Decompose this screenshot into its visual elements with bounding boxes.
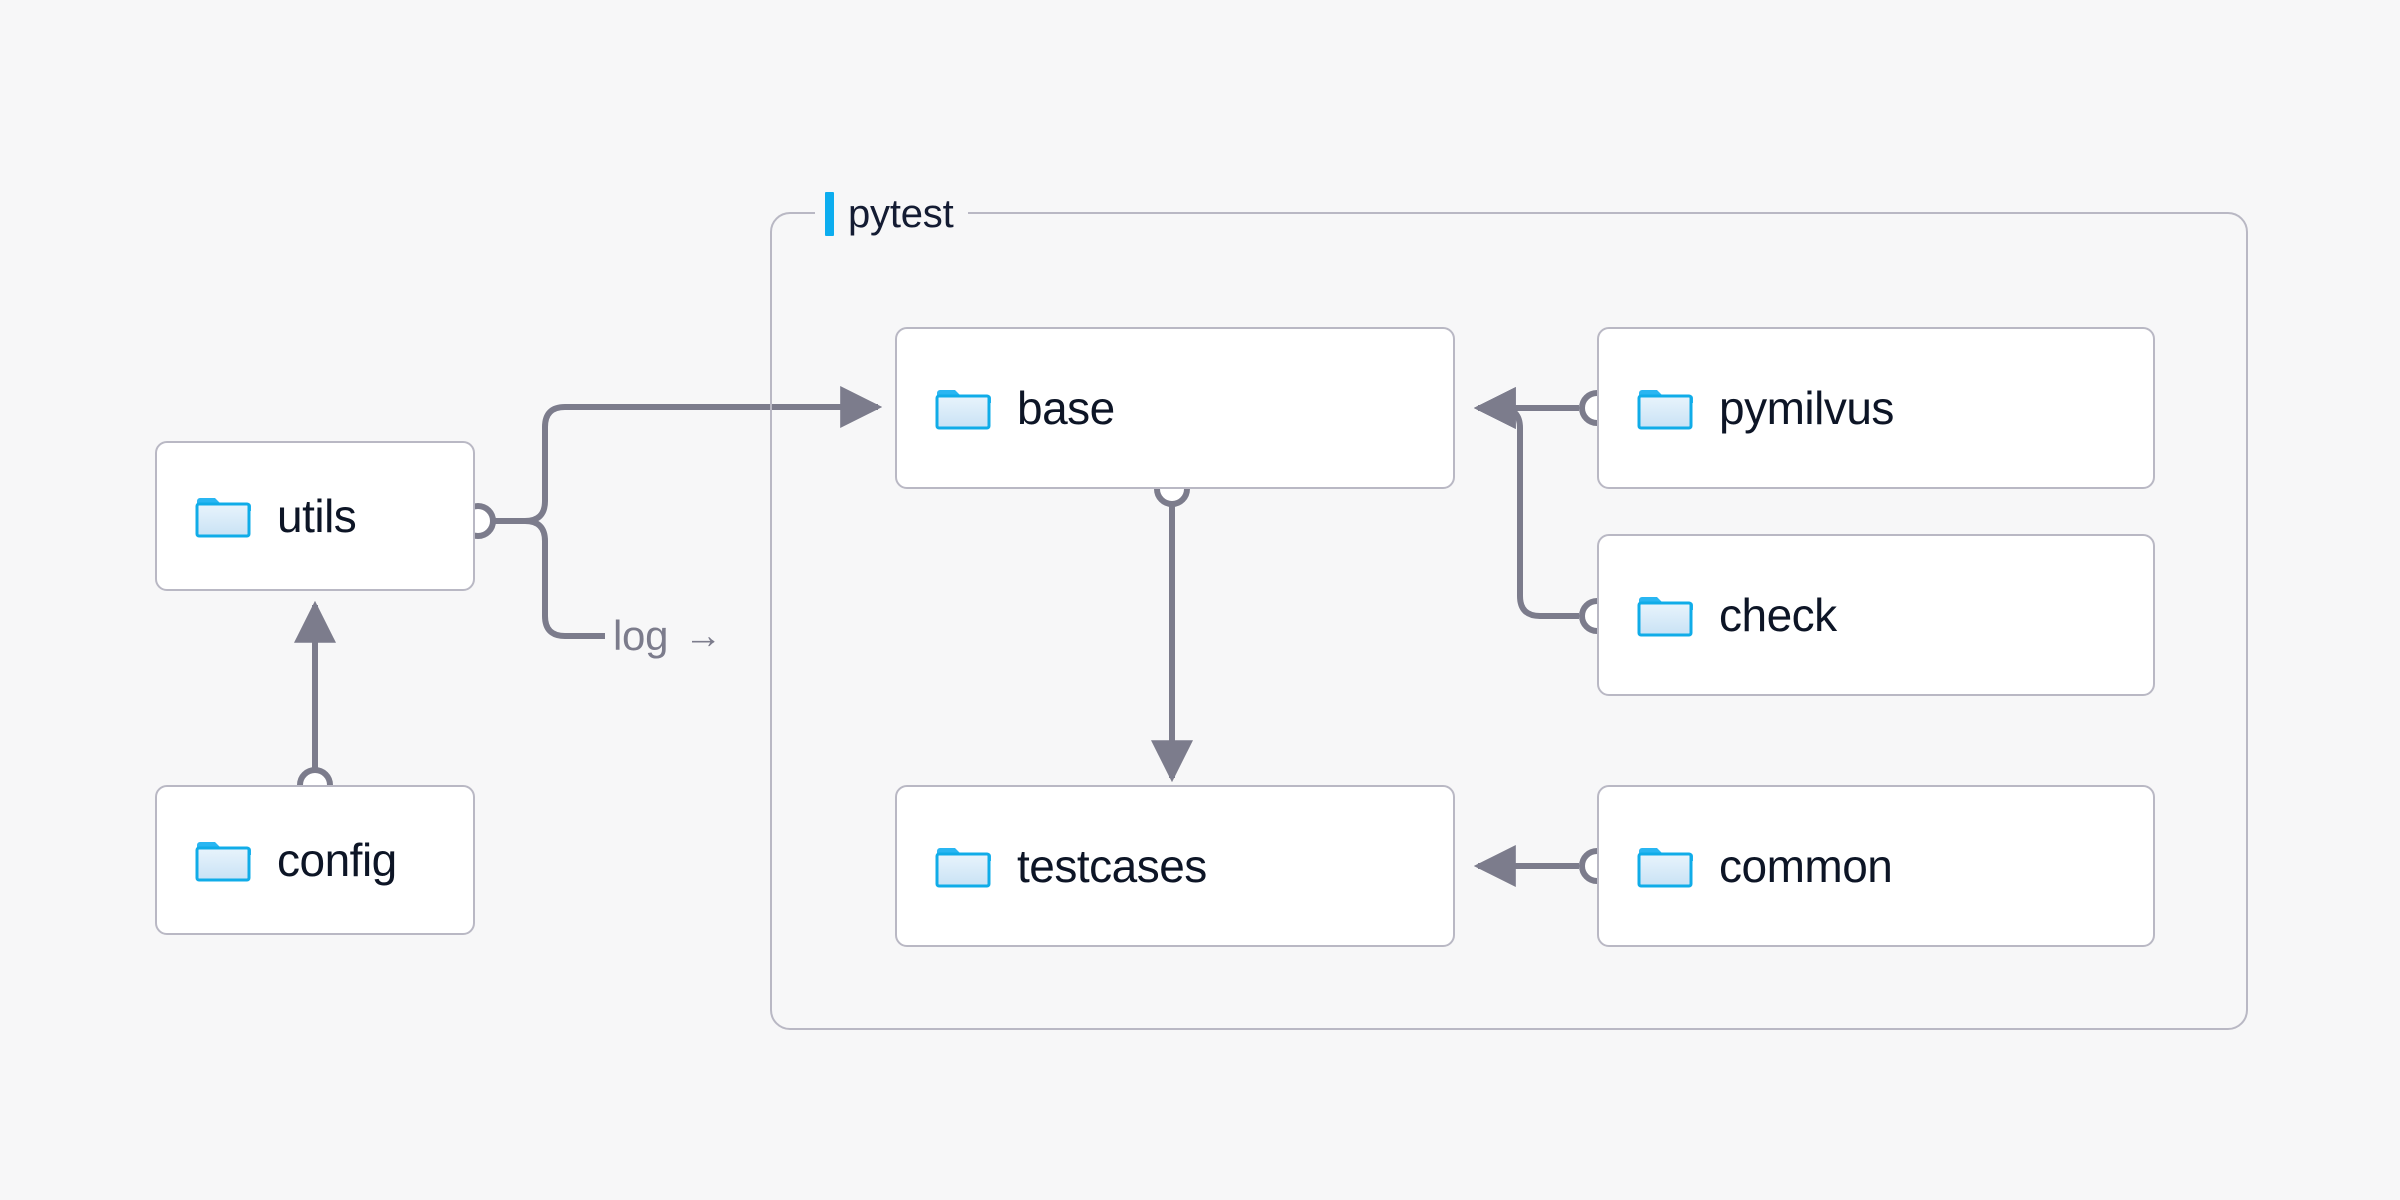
accent-bar-icon xyxy=(825,192,834,236)
node-check[interactable]: check xyxy=(1597,534,2155,696)
edge-label-log-text: log xyxy=(613,612,669,659)
folder-icon xyxy=(935,843,991,889)
node-pymilvus-label: pymilvus xyxy=(1719,382,1894,434)
folder-icon xyxy=(935,385,991,431)
group-pytest[interactable] xyxy=(770,212,2248,1030)
node-base-label: base xyxy=(1017,382,1115,434)
folder-icon xyxy=(195,837,251,883)
group-pytest-label: pytest xyxy=(815,186,968,242)
folder-icon xyxy=(195,493,251,539)
node-config[interactable]: config xyxy=(155,785,475,935)
arrow-right-icon: → xyxy=(684,615,723,657)
edge-label-log[interactable]: log → xyxy=(605,608,731,664)
node-testcases-label: testcases xyxy=(1017,840,1207,892)
node-utils[interactable]: utils xyxy=(155,441,475,591)
node-common[interactable]: common xyxy=(1597,785,2155,947)
folder-icon xyxy=(1637,592,1693,638)
node-pymilvus[interactable]: pymilvus xyxy=(1597,327,2155,489)
node-common-label: common xyxy=(1719,840,1893,892)
node-config-label: config xyxy=(277,834,397,886)
folder-icon xyxy=(1637,385,1693,431)
node-testcases[interactable]: testcases xyxy=(895,785,1455,947)
node-utils-label: utils xyxy=(277,490,357,542)
edge-utils-to-log xyxy=(524,518,605,639)
node-base[interactable]: base xyxy=(895,327,1455,489)
node-check-label: check xyxy=(1719,589,1837,641)
group-pytest-title: pytest xyxy=(848,192,954,236)
folder-icon xyxy=(1637,843,1693,889)
